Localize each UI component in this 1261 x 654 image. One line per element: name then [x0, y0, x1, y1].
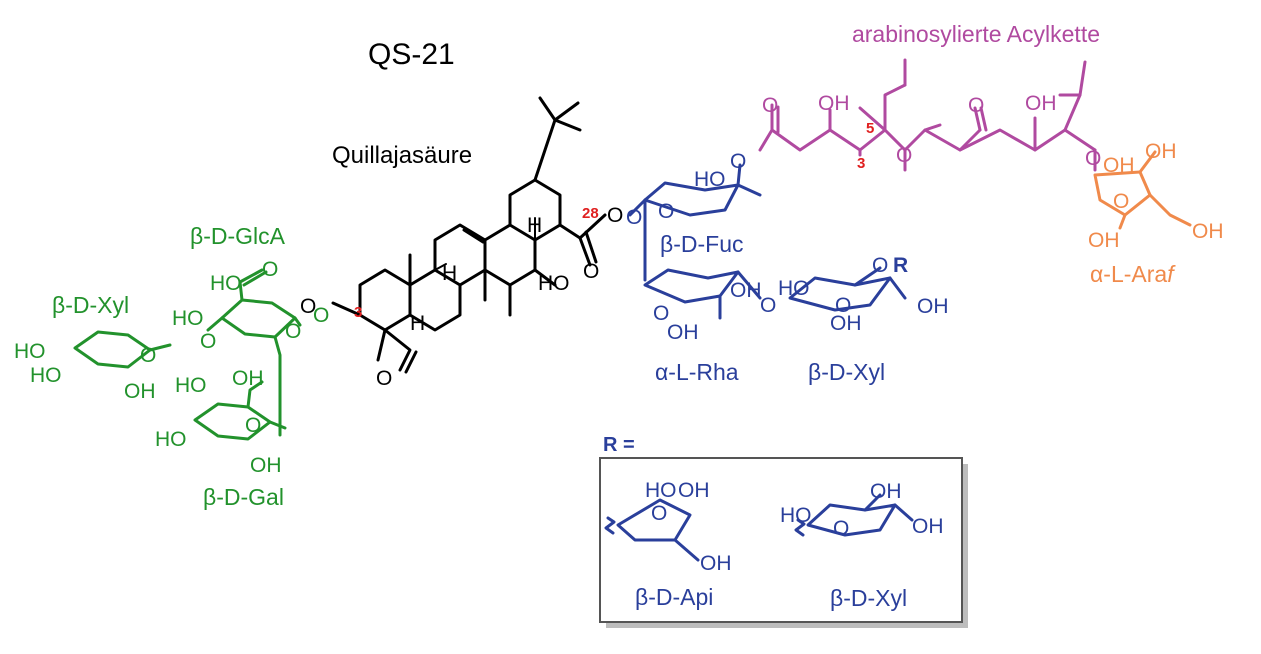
atom-oh-xyl-mid: OH: [917, 295, 949, 318]
atom-ho-c16: HO: [538, 272, 570, 295]
araf-ring: [1093, 150, 1192, 230]
atom-o-glca-acid: O: [262, 258, 278, 281]
fuc-ring: [628, 163, 762, 282]
atom-h-c5: H: [410, 312, 425, 335]
atom-oh-gal-6: OH: [232, 367, 264, 390]
atom-o-acyl-carbonyl-1: O: [762, 94, 778, 117]
atom-oh-xyl-box-1: OH: [870, 480, 902, 503]
atom-o-xyl-box-ring: O: [833, 517, 849, 540]
atom-o-acyl-ester: O: [896, 144, 912, 167]
atom-ho-gal-1: HO: [175, 374, 207, 397]
atom-ho-gal-2: HO: [155, 428, 187, 451]
xyl-box-ring: [794, 493, 914, 537]
label-xyl-mid: β-D-Xyl: [808, 359, 885, 385]
atom-ho-glca-2: HO: [172, 307, 204, 330]
atom-o-ester: O: [607, 204, 623, 227]
atom-o-fuc-acyl: O: [730, 150, 746, 173]
atom-o-glca-xyl: O: [200, 330, 216, 353]
atom-o-api-ring: O: [651, 502, 667, 525]
atom-o-xyl-mid-ring: O: [835, 294, 851, 317]
atom-oh-araf-4: OH: [1192, 220, 1224, 243]
atom-ho-xyl-box: HO: [780, 504, 812, 527]
atom-o-fuc: O: [658, 200, 674, 223]
atom-oh-acyl-2: OH: [1025, 92, 1057, 115]
atom-oh-xyl-mid-2: OH: [830, 312, 862, 335]
label-glca: β-D-GlcA: [190, 223, 286, 249]
atom-oh-gal: OH: [250, 454, 282, 477]
atom-ho-api: HO: [645, 479, 677, 502]
atom-o-acyl-ara: O: [1085, 147, 1101, 170]
label-r-equals: R =: [603, 434, 635, 456]
atom-o-rha-xyl: O: [760, 294, 776, 317]
atom-oh-xyl: OH: [124, 380, 156, 403]
atom-oh-acyl-3: OH: [818, 92, 850, 115]
number-c3: 3: [354, 304, 362, 321]
label-araf: α-L-Araf: [1090, 261, 1176, 287]
rha-ring: [643, 268, 762, 320]
atom-ho-glca: HO: [210, 272, 242, 295]
atom-ho-xyl-mid: HO: [778, 277, 810, 300]
atom-o-carbonyl: O: [583, 260, 599, 283]
number-c28: 28: [582, 205, 599, 222]
label-quillajasaeure: Quillajasäure: [332, 142, 472, 169]
atom-o-glca-ring: O: [285, 320, 301, 343]
number-acyl-c3: 3: [857, 155, 865, 172]
atom-o-acyl-carbonyl-2: O: [968, 94, 984, 117]
atom-o-araf-ring: O: [1113, 190, 1129, 213]
atom-h-c18: H: [527, 214, 542, 237]
glca-ring: [206, 268, 302, 437]
label-gal: β-D-Gal: [203, 484, 284, 510]
xyl-mid-ring: [788, 266, 907, 312]
atom-oh-api-2: OH: [700, 552, 732, 575]
atom-ho-fuc: HO: [694, 168, 726, 191]
atom-oh-araf-3: OH: [1088, 229, 1120, 252]
label-api: β-D-Api: [635, 584, 713, 610]
atom-oh-api: OH: [678, 479, 710, 502]
label-acyl-chain: arabinosylierte Acylkette: [852, 21, 1100, 47]
atom-ho-xyl-1: HO: [14, 340, 46, 363]
atom-o-r: O: [872, 254, 888, 277]
atom-oh-rha-2: OH: [667, 321, 699, 344]
apiose-ring: [604, 498, 700, 562]
title-qs21: QS-21: [368, 38, 455, 71]
atom-oh-rha: OH: [730, 279, 762, 302]
label-fuc: β-D-Fuc: [660, 231, 744, 257]
label-xyl-box: β-D-Xyl: [830, 585, 907, 611]
atom-o-fuc-ring: O: [626, 206, 642, 229]
atom-oh-araf-1: OH: [1103, 154, 1135, 177]
atom-r: R: [893, 254, 908, 277]
atom-o-glca-link: O: [313, 304, 329, 327]
label-rha: α-L-Rha: [655, 359, 739, 385]
atom-h-c9: H: [442, 262, 457, 285]
number-acyl-c5: 5: [866, 120, 874, 137]
atom-ho-xyl-2: HO: [30, 364, 62, 387]
atom-oh-xyl-box-2: OH: [912, 515, 944, 538]
atom-o-aldehyde: O: [376, 367, 392, 390]
atom-o-xyl-ring: O: [140, 344, 156, 367]
gal-ring: [193, 380, 287, 441]
atom-o-c3: O: [300, 295, 316, 318]
acyl-chain: [758, 58, 1097, 172]
atom-oh-araf-2: OH: [1145, 140, 1177, 163]
xyl-left-ring: [73, 330, 172, 369]
quillaic-acid-core: [331, 96, 607, 374]
atom-o-rha-ring: O: [653, 302, 669, 325]
label-xyl-left: β-D-Xyl: [52, 292, 129, 318]
atom-o-gal-ring: O: [245, 414, 261, 437]
